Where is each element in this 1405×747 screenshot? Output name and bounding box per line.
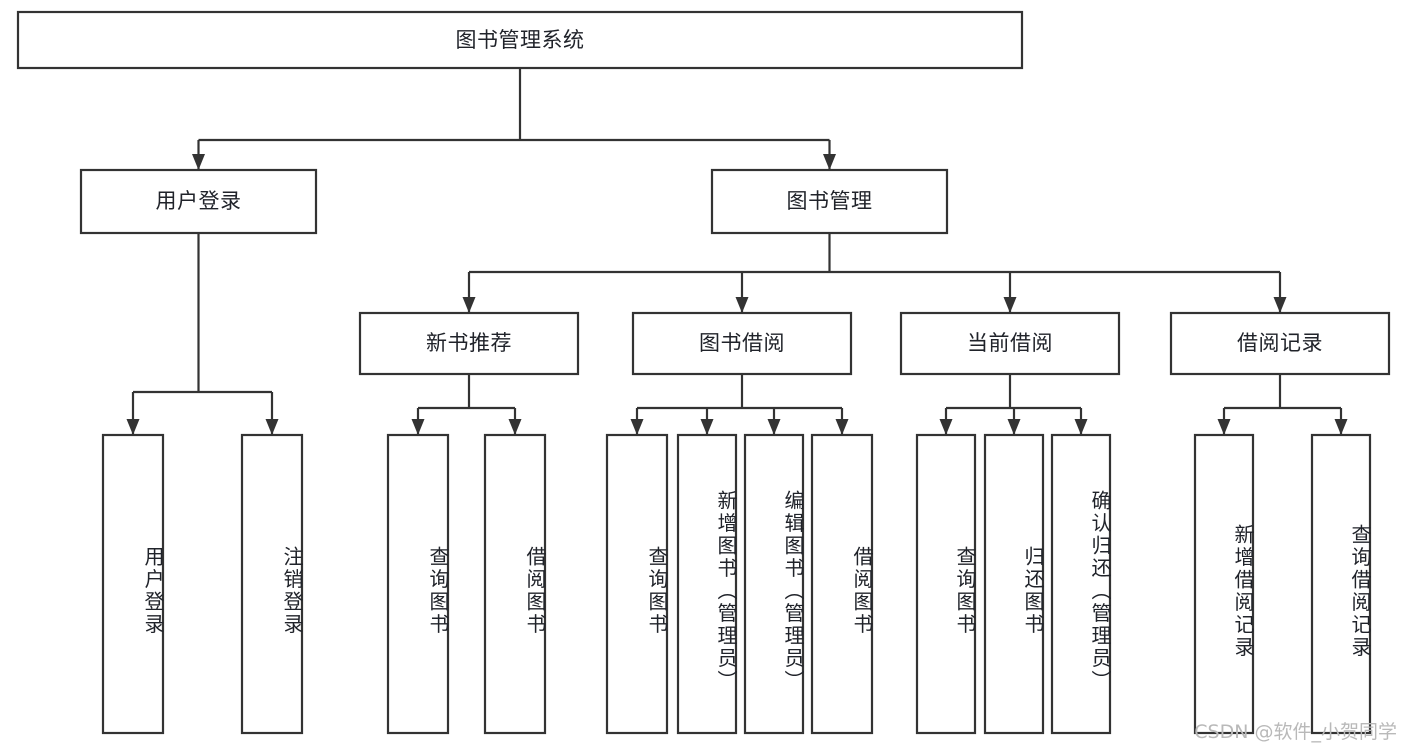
node-box-leaf-add-book-admin — [676, 433, 738, 735]
arrow-head-book-management-0 — [462, 297, 476, 313]
arrow-head-user-login-1 — [265, 419, 279, 435]
node-box-new-book-recommend — [358, 311, 580, 376]
arrow-head-borrow-record-0 — [1217, 419, 1231, 435]
arrow-head-user-login-0 — [126, 419, 140, 435]
arrow-head-book-management-1 — [735, 297, 749, 313]
arrow-head-root-1 — [823, 154, 836, 170]
arrow-head-book-borrow-0 — [630, 419, 644, 435]
arrow-head-root-0 — [192, 154, 205, 170]
arrow-head-new-book-recommend-0 — [411, 419, 425, 435]
node-box-book-borrow — [631, 311, 853, 376]
node-box-leaf-add-borrow-record — [1193, 433, 1255, 735]
node-box-leaf-borrow-book-recommend — [483, 433, 547, 735]
boxes-layer — [16, 10, 1391, 735]
node-box-leaf-query-borrow-record — [1310, 433, 1372, 735]
arrow-head-book-borrow-3 — [835, 419, 849, 435]
node-box-leaf-query-book-current — [915, 433, 977, 735]
node-box-leaf-user-logout — [240, 433, 304, 735]
connectors-layer — [126, 68, 1348, 435]
node-box-current-borrow — [899, 311, 1121, 376]
node-box-root — [16, 10, 1024, 70]
node-box-leaf-query-book-borrow — [605, 433, 669, 735]
arrow-head-current-borrow-2 — [1074, 419, 1088, 435]
arrow-head-book-borrow-1 — [700, 419, 714, 435]
arrow-head-book-management-2 — [1003, 297, 1017, 313]
arrow-head-borrow-record-1 — [1334, 419, 1348, 435]
arrow-head-book-management-3 — [1273, 297, 1287, 313]
node-box-leaf-edit-book-admin — [743, 433, 805, 735]
node-box-book-management — [710, 168, 949, 235]
node-box-user-login — [79, 168, 318, 235]
node-box-leaf-borrow-book — [810, 433, 874, 735]
node-box-leaf-user-login — [101, 433, 165, 735]
node-box-leaf-return-book — [983, 433, 1045, 735]
node-box-borrow-record — [1169, 311, 1391, 376]
arrow-head-new-book-recommend-1 — [508, 419, 522, 435]
arrow-head-current-borrow-1 — [1007, 419, 1021, 435]
arrow-head-book-borrow-2 — [767, 419, 781, 435]
node-box-leaf-query-book-recommend — [386, 433, 450, 735]
arrow-head-current-borrow-0 — [939, 419, 953, 435]
node-box-leaf-confirm-return-admin — [1050, 433, 1112, 735]
